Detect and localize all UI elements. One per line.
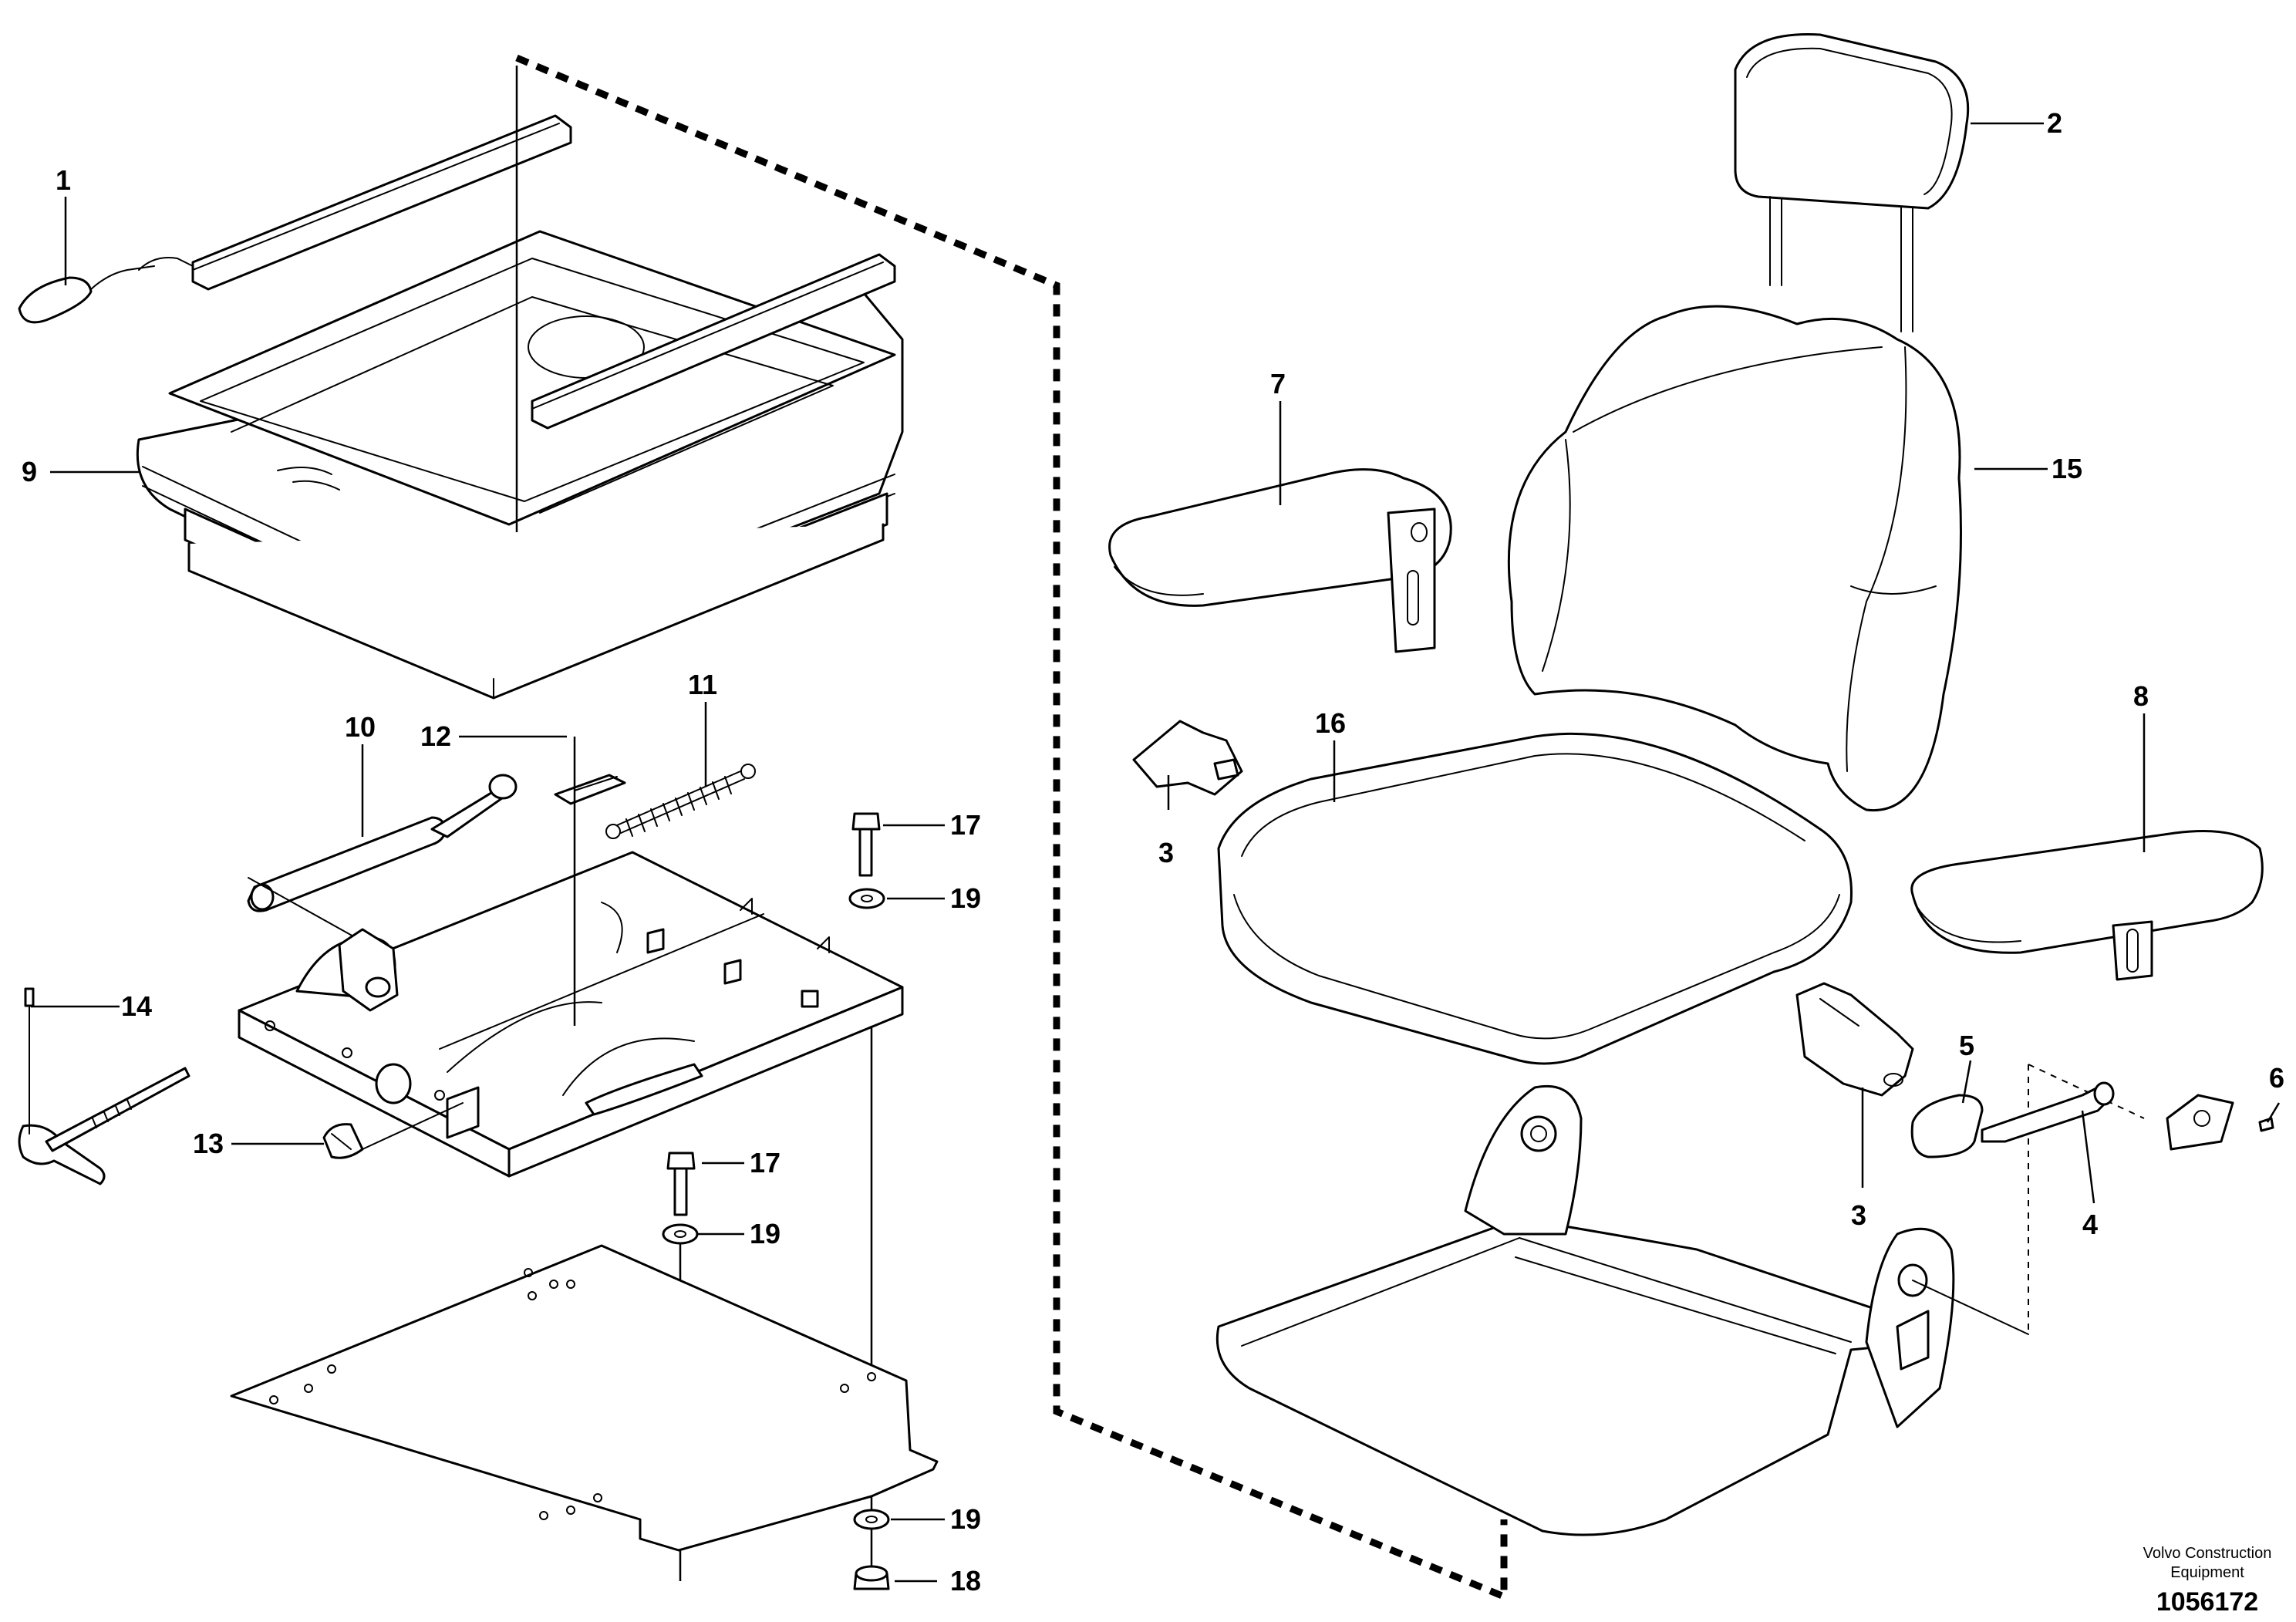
seat-pan-frame [1215, 1084, 1955, 1536]
part-19-washer-lower [662, 1223, 699, 1245]
part-4-recline-lever [1981, 1081, 2115, 1143]
callout-18: 18 [950, 1565, 981, 1597]
callout-6: 6 [2269, 1062, 2284, 1094]
callout-19-middle: 19 [750, 1218, 781, 1249]
callout-19-lower: 19 [950, 1503, 981, 1535]
callout-labels: 1 2 3 3 4 5 6 7 8 9 10 11 12 13 14 15 16… [22, 107, 2284, 1597]
assembly-group-outline [515, 54, 2145, 1602]
part-19-washer-upper [848, 888, 885, 909]
suspension-base-plate [238, 851, 904, 1178]
callout-4: 4 [2082, 1209, 2098, 1240]
part-5-knob [1910, 1094, 1984, 1158]
part-9-suspension-top-frame [136, 230, 904, 700]
callout-8: 8 [2133, 680, 2149, 712]
part-10-gas-spring [247, 774, 518, 938]
part-11-tension-spring [605, 764, 756, 839]
callout-2: 2 [2047, 107, 2062, 139]
part-3-belt-buckle-upper [1132, 720, 1243, 796]
seat-slide-rails [138, 114, 896, 430]
part-18-nut [853, 1565, 890, 1590]
callout-16: 16 [1315, 707, 1346, 739]
part-3-belt-buckle-lower [1795, 982, 1914, 1097]
callout-14: 14 [121, 990, 152, 1022]
callout-leaders [31, 122, 2281, 1583]
company-line-1: Volvo Construction [2143, 1545, 2272, 1562]
footer: Volvo Construction Equipment 1056172 [2143, 1545, 2272, 1617]
callout-17-lower: 17 [750, 1147, 781, 1179]
callout-10: 10 [345, 711, 376, 743]
callout-5: 5 [1959, 1030, 1974, 1061]
part-17-bolt-upper [851, 812, 881, 877]
part-14-lever [18, 987, 190, 1185]
callout-19-upper: 19 [950, 882, 981, 914]
part-16-seat-cushion [1217, 732, 1853, 1065]
callout-7: 7 [1270, 368, 1286, 400]
callout-3-lower: 3 [1851, 1199, 1866, 1231]
part-15-backrest [1507, 305, 1962, 812]
callout-3-upper: 3 [1158, 837, 1174, 868]
part-12-clip [554, 774, 626, 805]
mounting-base-plate [230, 1244, 939, 1552]
callout-17-upper: 17 [950, 809, 981, 841]
callout-9: 9 [22, 456, 37, 487]
callout-1: 1 [56, 164, 71, 196]
part-6-bracket [2166, 1094, 2274, 1151]
callout-15: 15 [2052, 453, 2082, 484]
part-7-armrest-left [1108, 468, 1452, 653]
part-17-bolt-lower [666, 1152, 696, 1216]
part-19-washer-bottom [853, 1509, 890, 1530]
document-number: 1056172 [2156, 1587, 2258, 1617]
part-13-bushing [322, 1102, 464, 1159]
part-1-adjust-handle [18, 265, 155, 324]
callout-13: 13 [193, 1128, 224, 1159]
callout-12: 12 [420, 720, 451, 752]
part-2-headrest [1734, 33, 1970, 332]
callout-11: 11 [688, 669, 717, 700]
part-8-armrest-right [1910, 830, 2264, 981]
company-line-2: Equipment [2170, 1564, 2244, 1581]
